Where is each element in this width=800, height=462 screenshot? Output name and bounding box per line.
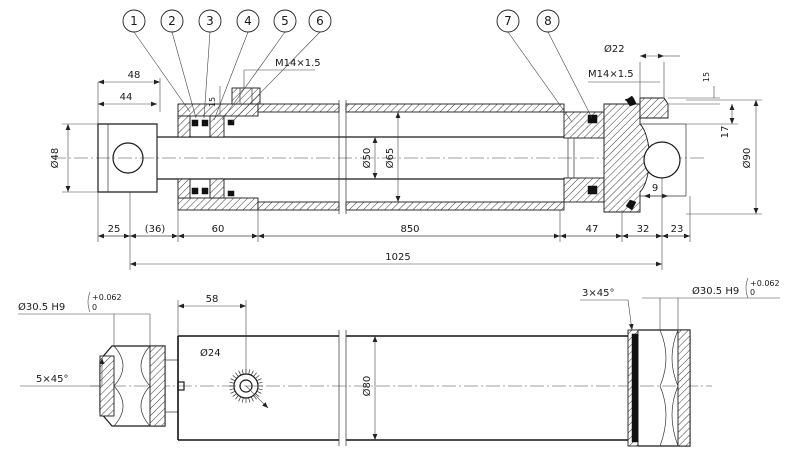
bore-label-left: Ø30.5 H9 xyxy=(18,301,65,313)
balloon-3: 3 xyxy=(198,9,222,119)
knurl-tick xyxy=(229,388,235,391)
rod-end-left xyxy=(99,345,185,427)
knurl-tick xyxy=(235,372,239,377)
balloon-2: 2 xyxy=(160,9,197,119)
knurl-tick xyxy=(256,378,262,382)
balloon-3-label: 3 xyxy=(206,14,214,28)
dim-23: 23 xyxy=(671,224,684,235)
thread-label-left: M14×1.5 xyxy=(275,58,321,69)
balloon-5: 5 xyxy=(221,9,297,121)
dim-44: 44 xyxy=(120,92,133,103)
dim-1025: 1025 xyxy=(385,252,410,263)
balloon-2-label: 2 xyxy=(168,14,176,28)
balloon-6: 6 xyxy=(231,9,332,123)
knurl-tick xyxy=(257,381,263,384)
cylinder-tube xyxy=(257,100,565,214)
dim-15-gland: 15 xyxy=(208,97,217,107)
dim-dia-50: Ø50 xyxy=(361,148,373,169)
balloon-8: 8 xyxy=(536,9,593,119)
cylinder-body xyxy=(177,330,636,446)
balloon-5-label: 5 xyxy=(281,14,289,28)
bottom-dimensions: Ø30.5 H9 +0.062 0 5×45° 58 Ø24 Ø80 3×45° xyxy=(18,277,780,440)
port-fitting xyxy=(229,369,269,409)
knurl-tick xyxy=(241,369,244,375)
knurl-tick xyxy=(253,372,257,377)
balloon-4: 4 xyxy=(213,9,260,121)
knurl-tick xyxy=(250,396,254,402)
knurl-tick xyxy=(253,395,257,400)
bottom-exterior-view: Ø30.5 H9 +0.062 0 5×45° 58 Ø24 Ø80 3×45° xyxy=(18,277,780,447)
bore-label-right: Ø30.5 H9 xyxy=(692,285,739,297)
dim-9: 9 xyxy=(652,183,658,194)
knurl-tick xyxy=(232,375,237,379)
balloon-1: 1 xyxy=(122,9,191,113)
tol-lower-right: 0 xyxy=(750,288,755,297)
dim-dia-90: Ø90 xyxy=(741,148,753,169)
dim-dia-65: Ø65 xyxy=(384,148,396,169)
balloon-7: 7 xyxy=(496,9,573,123)
dim-48: 48 xyxy=(128,70,141,81)
thread-label-right: M14×1.5 xyxy=(588,69,634,80)
knurl-tick xyxy=(232,393,237,397)
knurl-tick xyxy=(256,390,262,394)
end-cap xyxy=(603,95,687,213)
knurl-tick xyxy=(235,395,239,400)
dim-25: 25 xyxy=(108,224,121,235)
clevis-right xyxy=(627,329,691,447)
dim-dia-48: Ø48 xyxy=(49,148,61,169)
chamfer-left: 5×45° xyxy=(36,374,68,385)
chamfer-right: 3×45° xyxy=(582,288,614,299)
tol-lower-left: 0 xyxy=(92,303,97,312)
dim-58: 58 xyxy=(206,294,219,305)
dim-port-22: Ø22 xyxy=(604,43,625,55)
dim-17: 17 xyxy=(720,126,731,139)
dim-36: (36) xyxy=(145,224,166,235)
knurl-tick xyxy=(250,370,254,376)
knurl-ticks xyxy=(229,369,263,403)
dim-dia-80: Ø80 xyxy=(361,376,373,397)
dim-32: 32 xyxy=(637,224,650,235)
knurl-tick xyxy=(248,397,251,403)
tol-upper-left: +0.062 xyxy=(92,293,122,302)
knurl-tick xyxy=(248,369,251,375)
tol-upper-right: +0.062 xyxy=(750,279,780,288)
knurl-tick xyxy=(238,370,242,376)
dim-47: 47 xyxy=(586,224,599,235)
knurl-tick xyxy=(229,381,235,384)
knurl-tick xyxy=(230,378,236,382)
knurl-tick xyxy=(238,396,242,402)
piston-rod xyxy=(156,124,569,192)
chain-dimensions: 25 (36) 60 850 47 32 23 1025 xyxy=(97,178,691,270)
top-section-view: 1 2 3 4 5 xyxy=(49,9,762,270)
balloon-6-label: 6 xyxy=(316,14,324,28)
knurl-tick xyxy=(241,397,244,403)
balloon-group: 1 2 3 4 5 xyxy=(122,9,593,123)
dim-15-right: 15 xyxy=(702,72,711,82)
gland-head xyxy=(177,87,261,211)
balloon-7-label: 7 xyxy=(504,14,512,28)
top-dimensions: 48 44 15 M14×1.5 Ø48 Ø50 Ø65 xyxy=(49,43,762,215)
knurl-tick xyxy=(255,393,260,397)
knurl-tick xyxy=(230,390,236,394)
knurl-tick xyxy=(255,375,260,379)
balloon-8-label: 8 xyxy=(544,14,552,28)
balloon-4-label: 4 xyxy=(244,14,252,28)
dim-60: 60 xyxy=(212,224,225,235)
balloon-1-label: 1 xyxy=(130,14,138,28)
knurl-tick xyxy=(257,388,263,391)
dim-dia-24: Ø24 xyxy=(200,347,221,359)
dim-850: 850 xyxy=(400,224,419,235)
